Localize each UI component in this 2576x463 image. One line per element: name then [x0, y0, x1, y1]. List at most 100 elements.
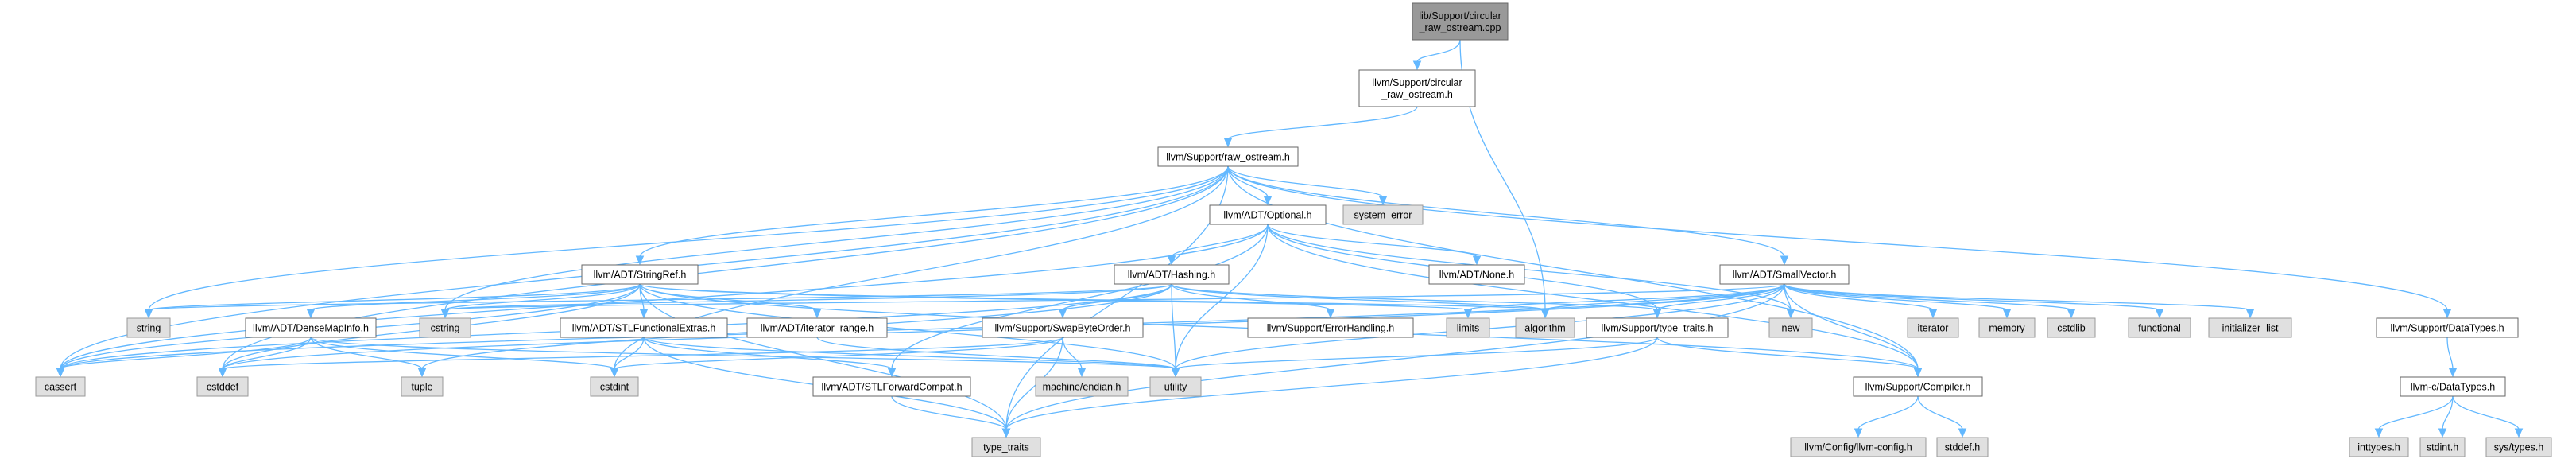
node-label: llvm/ADT/STLFunctionalExtras.h: [572, 323, 716, 334]
node-functional[interactable]: functional: [2128, 317, 2191, 338]
node-crh[interactable]: llvm/Support/circular_raw_ostream.h: [1358, 69, 1476, 107]
node-label: llvm/ADT/DenseMapInfo.h: [253, 323, 369, 334]
node-stddef[interactable]: stddef.h: [1936, 437, 1989, 457]
node-label: tuple: [411, 382, 432, 393]
node-inttypes[interactable]: inttypes.h: [2349, 437, 2409, 457]
node-label: functional: [2138, 323, 2181, 334]
node-cstring[interactable]: cstring: [419, 317, 471, 338]
edge-svec-to-limits: [1463, 283, 1785, 319]
node-label: initializer_list: [2222, 323, 2279, 334]
edge-svec-to-iterator: [1784, 283, 1938, 319]
node-label: cstdint: [600, 382, 629, 393]
edge-opt-to-none: [1267, 224, 1482, 266]
node-label: memory: [1989, 323, 2025, 334]
node-label: llvm/ADT/iterator_range.h: [761, 323, 874, 334]
node-stlfc[interactable]: llvm/ADT/STLForwardCompat.h: [812, 376, 971, 397]
node-new[interactable]: new: [1768, 317, 1813, 338]
node-cassert[interactable]: cassert: [35, 376, 86, 397]
node-label: system_error: [1354, 210, 1412, 221]
node-comp[interactable]: llvm/Support/Compiler.h: [1853, 376, 1983, 397]
node-label: llvm/ADT/STLForwardCompat.h: [821, 382, 962, 393]
node-initlist[interactable]: initializer_list: [2208, 317, 2292, 338]
edge-root-to-crh: [1412, 39, 1461, 71]
node-raw[interactable]: llvm/Support/raw_ostream.h: [1157, 146, 1299, 167]
node-hash[interactable]: llvm/ADT/Hashing.h: [1114, 264, 1230, 285]
node-box: [196, 376, 249, 397]
node-algorithm[interactable]: algorithm: [1515, 317, 1575, 338]
node-label: _raw_ostream.cpp: [1419, 22, 1501, 33]
node-box: [1515, 317, 1575, 338]
node-box: [2208, 317, 2292, 338]
node-string[interactable]: string: [126, 317, 171, 338]
node-box: [419, 317, 471, 338]
node-label: llvm/Support/ErrorHandling.h: [1267, 323, 1395, 334]
node-syserr[interactable]: system_error: [1342, 204, 1424, 225]
node-label: cstddef: [207, 382, 239, 393]
node-sbo[interactable]: llvm/Support/SwapByteOrder.h: [982, 317, 1144, 338]
edge-svec-to-memory: [1784, 283, 2012, 319]
node-box: [126, 317, 171, 338]
node-itr[interactable]: llvm/ADT/iterator_range.h: [746, 317, 888, 338]
node-limits[interactable]: limits: [1446, 317, 1490, 338]
node-label: type_traits: [983, 442, 1029, 453]
edge-svec-to-cstring: [440, 283, 1785, 319]
node-box: [982, 317, 1144, 338]
node-memory[interactable]: memory: [1978, 317, 2036, 338]
node-label: llvm/ADT/Optional.h: [1223, 210, 1311, 221]
node-box: [971, 437, 1041, 457]
node-cstddef[interactable]: cstddef: [196, 376, 249, 397]
node-me[interactable]: machine/endian.h: [1035, 376, 1129, 397]
node-opt[interactable]: llvm/ADT/Optional.h: [1209, 204, 1327, 225]
node-dt[interactable]: llvm/Support/DataTypes.h: [2376, 317, 2519, 338]
node-box: [1035, 376, 1129, 397]
edge-sref-to-dmi: [306, 283, 641, 319]
node-box: [1978, 317, 2036, 338]
node-stdint[interactable]: stdint.h: [2419, 437, 2466, 457]
node-box: [1768, 317, 1813, 338]
node-label: llvm/Support/SwapByteOrder.h: [995, 323, 1131, 334]
edge-svec-to-typetraits: [1001, 283, 1785, 438]
edge-sbo-to-me: [1062, 337, 1087, 378]
node-label: _raw_ostream.h: [1381, 89, 1453, 100]
node-none[interactable]: llvm/ADT/None.h: [1428, 264, 1525, 285]
node-box: [1907, 317, 1959, 338]
node-box: [2376, 317, 2519, 338]
node-svec[interactable]: llvm/ADT/SmallVector.h: [1719, 264, 1850, 285]
edge-cdt-to-systypes: [2452, 395, 2524, 438]
node-tuple[interactable]: tuple: [401, 376, 444, 397]
node-cdt[interactable]: llvm-c/DataTypes.h: [2400, 376, 2506, 397]
node-typetraits[interactable]: type_traits: [971, 437, 1041, 457]
node-dmi[interactable]: llvm/ADT/DenseMapInfo.h: [245, 317, 377, 338]
node-stlfe[interactable]: llvm/ADT/STLFunctionalExtras.h: [560, 317, 728, 338]
node-label: sys/types.h: [2494, 442, 2544, 453]
node-label: stdint.h: [2427, 442, 2458, 453]
node-eh[interactable]: llvm/Support/ErrorHandling.h: [1247, 317, 1414, 338]
node-label: llvm/ADT/Hashing.h: [1128, 270, 1215, 281]
node-tt[interactable]: llvm/Support/type_traits.h: [1586, 317, 1729, 338]
node-label: cassert: [45, 382, 77, 393]
edge-sbo-to-cstdint: [610, 337, 1063, 378]
node-utility[interactable]: utility: [1149, 376, 1202, 397]
node-box: [1114, 264, 1230, 285]
edge-raw-to-sref: [635, 165, 1229, 266]
node-root[interactable]: lib/Support/circular_raw_ostream.cpp: [1412, 2, 1509, 41]
node-box: [2128, 317, 2191, 338]
node-cstdint[interactable]: cstdint: [590, 376, 639, 397]
node-cfg[interactable]: llvm/Config/llvm-config.h: [1790, 437, 1927, 457]
node-sref[interactable]: llvm/ADT/StringRef.h: [581, 264, 699, 285]
node-label: utility: [1164, 382, 1187, 393]
node-cstdlib[interactable]: cstdlib: [2047, 317, 2096, 338]
node-label: llvm/Support/type_traits.h: [1601, 323, 1713, 334]
node-box: [401, 376, 444, 397]
node-label: llvm/Config/llvm-config.h: [1804, 442, 1912, 453]
edge-svec-to-cstdlib: [1784, 283, 2076, 319]
node-label: cstring: [431, 323, 460, 334]
node-label: llvm/Support/Compiler.h: [1865, 382, 1971, 393]
edge-opt-to-hash: [1167, 224, 1269, 266]
edge-crh-to-raw: [1223, 106, 1418, 148]
node-iterator[interactable]: iterator: [1907, 317, 1959, 338]
node-systypes[interactable]: sys/types.h: [2485, 437, 2552, 457]
node-label: llvm-c/DataTypes.h: [2411, 382, 2495, 393]
node-box: [560, 317, 728, 338]
